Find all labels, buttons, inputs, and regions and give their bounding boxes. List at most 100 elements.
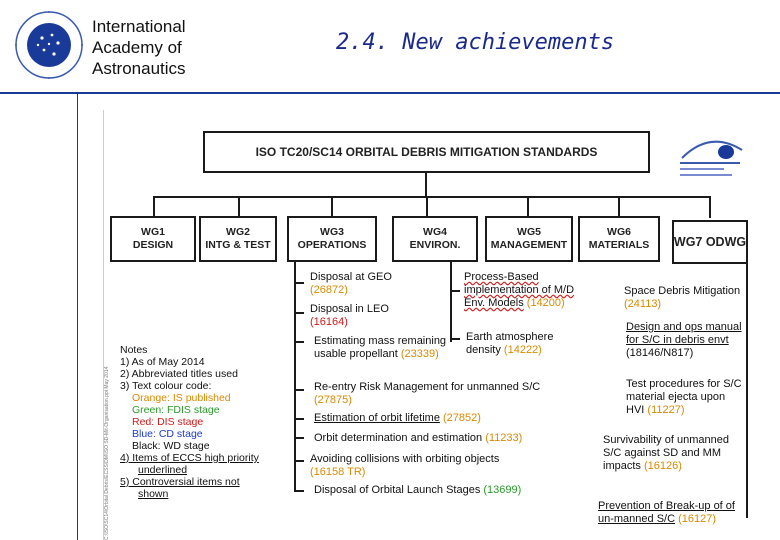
item-code: (24113): [624, 298, 662, 310]
note-2: 2) Abbreviated titles used: [120, 368, 238, 380]
item-code: (13699): [483, 484, 522, 496]
legend-orange: Orange: IS published: [132, 392, 231, 404]
wg-label: MATERIALS: [588, 239, 650, 251]
wg4-item-env-models: Process-Based implementation of M/D Env.…: [464, 271, 582, 310]
notes-legend: Notes 1) As of May 2014 2) Abbreviated t…: [120, 344, 259, 500]
item-title: Design and ops manual for S/C in debris …: [626, 321, 742, 346]
notes-heading: Notes: [120, 344, 148, 356]
wg-label: MANAGEMENT: [490, 239, 568, 251]
org-line: Academy of: [92, 38, 182, 57]
note-5: 5) Controversial items not: [120, 476, 240, 488]
item-title: Space Debris Mitigation: [624, 285, 741, 297]
wg7-item-survivability: Survivability of unmanned S/C against SD…: [603, 434, 741, 473]
item-title: Estimation of orbit lifetime: [314, 412, 440, 424]
item-code: (14222): [503, 344, 542, 356]
connector: [425, 173, 427, 197]
wg7-trunk: [746, 264, 748, 518]
item-code: (16164): [310, 316, 348, 328]
wg3-item-propellant: Estimating mass remaining usable propell…: [314, 335, 464, 361]
note-5-cont: shown: [138, 488, 169, 500]
organization-name: International Academy of Astronautics: [92, 16, 186, 79]
legend-green: Green: FDIS stage: [132, 404, 220, 416]
note-4-cont: underlined: [138, 464, 188, 476]
branch-tick: [294, 341, 304, 343]
wg-label: ENVIRON.: [409, 239, 461, 251]
item-code: (26872): [310, 284, 348, 296]
connector: [709, 196, 711, 218]
branch-tick: [294, 312, 304, 314]
note-4: 4) Items of ECCS high priority: [120, 452, 259, 464]
wg4-item-atmosphere: Earth atmosphere density (14222): [466, 331, 586, 357]
wg-label: WG4: [423, 226, 447, 238]
wg3-trunk: [294, 262, 296, 492]
note-1: 1) As of May 2014: [120, 356, 205, 368]
item-title: Survivability of unmanned S/C against SD…: [603, 434, 729, 472]
legend-blue: Blue: CD stage: [132, 428, 203, 440]
item-title: Disposal in LEO: [310, 303, 389, 315]
slide-title: 2.4. New achievements: [336, 30, 615, 55]
item-code: (27875): [314, 394, 352, 406]
item-code: (16126): [643, 460, 682, 472]
wg3-item-leo: Disposal in LEO (16164): [310, 303, 389, 329]
wg-label: WG3: [320, 226, 344, 238]
side-rule: [77, 94, 78, 540]
wg-label: WG5: [517, 226, 541, 238]
item-code: (11227): [647, 404, 685, 416]
connector: [153, 196, 155, 218]
wg7-box: WG7 ODWG: [672, 220, 748, 264]
wg-label: OPERATIONS: [297, 239, 367, 251]
org-line: International: [92, 17, 186, 36]
wg7-item-mitigation: Space Debris Mitigation (24113): [624, 285, 742, 311]
wg-label: WG7 ODWG: [673, 234, 747, 249]
item-title: Estimating mass remaining usable propell…: [314, 335, 447, 360]
note-3: 3) Text colour code:: [120, 380, 212, 392]
wg3-item-launch-stages: Disposal of Orbital Launch Stages (13699…: [314, 484, 521, 497]
wg3-item-lifetime: Estimation of orbit lifetime (27852): [314, 412, 481, 425]
connector: [618, 196, 620, 218]
item-code: (11233): [485, 432, 523, 444]
item-title: Avoiding collisions with orbiting object…: [310, 453, 500, 465]
branch-tick: [294, 418, 304, 420]
branch-tick: [294, 437, 304, 439]
slide-header: International Academy of Astronautics 2.…: [0, 0, 780, 92]
branch-tick: [294, 389, 304, 391]
partner-logo-icon: [680, 140, 743, 176]
header-divider: [0, 92, 780, 94]
item-code: (16127): [678, 513, 717, 525]
wg-label: WG6: [607, 226, 631, 238]
connector: [153, 196, 710, 198]
item-title: Disposal at GEO: [310, 271, 392, 283]
wg-label: WG2: [226, 226, 250, 238]
org-line: Astronautics: [92, 59, 186, 78]
standards-title-box: ISO TC20/SC14 ORBITAL DEBRIS MITIGATION …: [203, 131, 650, 173]
connector: [331, 196, 333, 218]
wg3-item-reentry: Re-entry Risk Management for unmanned S/…: [314, 381, 540, 407]
item-title: Re-entry Risk Management for unmanned S/…: [314, 381, 541, 393]
connector: [238, 196, 240, 218]
item-title: Earth atmosphere density: [466, 331, 554, 356]
connector: [426, 196, 428, 218]
connector: [527, 196, 529, 218]
item-code: (23339): [400, 348, 439, 360]
branch-tick: [450, 290, 460, 292]
item-code: (27852): [443, 412, 481, 424]
item-title: Orbit determination and estimation: [314, 432, 483, 444]
wg3-item-collisions: Avoiding collisions with orbiting object…: [310, 453, 500, 479]
branch-tick: [294, 490, 304, 492]
item-title: Process-Based implementation of M/D Env.…: [464, 271, 575, 309]
wg-label: DESIGN: [132, 239, 174, 251]
wg7-item-hvi-ejecta: Test procedures for S/C material ejecta …: [626, 378, 742, 417]
wg7-item-ops-manual: Design and ops manual for S/C in debris …: [626, 321, 744, 360]
iaa-logo-icon: [15, 11, 83, 79]
vertical-caption: C:\ISO\SC14\Orbital Debris\ECSS\DM\ISO S…: [104, 366, 110, 540]
wg-label: INTG & TEST: [205, 239, 271, 251]
wg7-item-breakup: Prevention of Break-up of of un-manned S…: [598, 500, 744, 526]
legend-black: Black: WD stage: [132, 440, 210, 452]
item-code: (14200): [526, 297, 565, 309]
item-code: (18146/N817): [626, 347, 694, 359]
